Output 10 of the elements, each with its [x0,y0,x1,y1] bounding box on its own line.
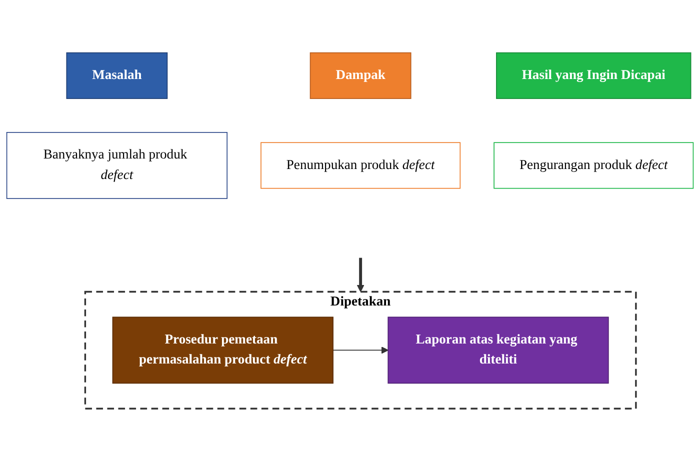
node-box: Pengurangan produk defect [494,142,694,189]
node-box: Penumpukan produk defect [260,142,461,189]
node-box: Laporan atas kegiatan yang diteliti [388,316,609,384]
arrow [356,258,364,292]
node-box: Prosedur pemetaan permasalahan product defect [112,316,334,384]
node-box: Banyaknya jumlah produk defect [6,132,228,199]
node-box: Dampak [310,52,412,99]
node-box: Masalah [66,52,168,99]
arrow [332,346,388,354]
node-box: Hasil yang Ingin Dicapai [496,52,692,99]
